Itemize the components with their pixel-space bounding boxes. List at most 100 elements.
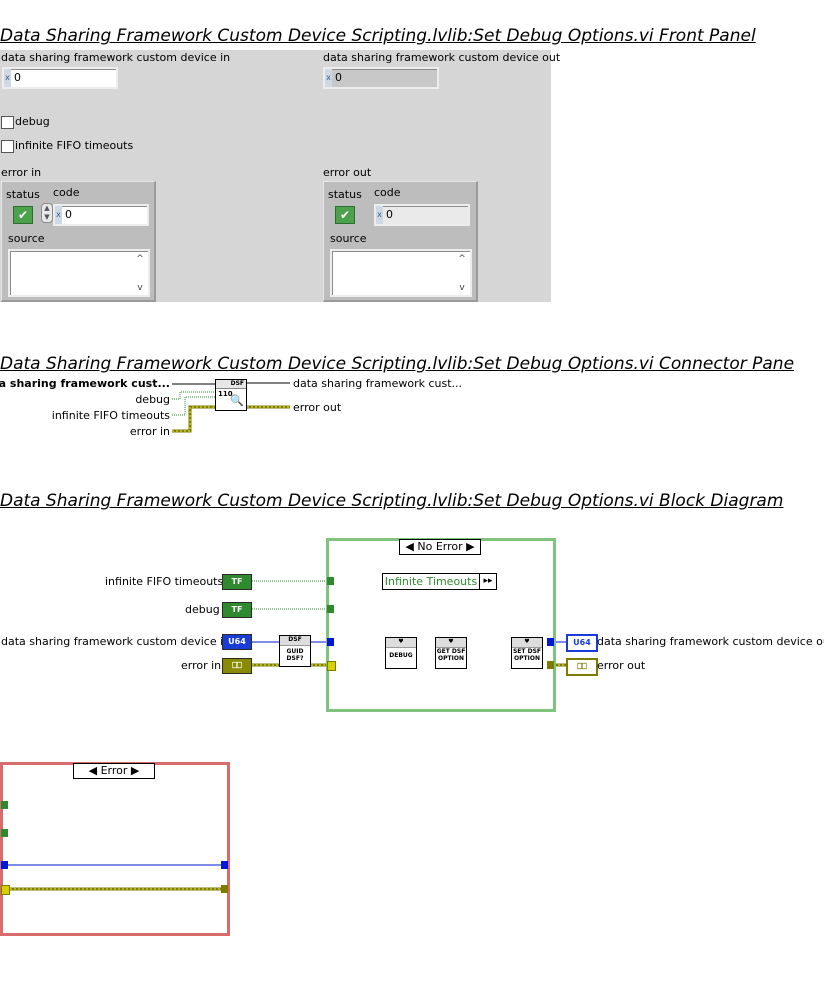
chevron-right-icon[interactable]: ▶ bbox=[130, 764, 140, 777]
code-label: code bbox=[53, 186, 80, 199]
device-out-indicator: x 0 bbox=[323, 67, 439, 89]
scroll-up-icon[interactable]: ^ bbox=[136, 254, 144, 264]
device-in-control[interactable]: x 0 bbox=[2, 67, 118, 89]
error-tunnel bbox=[221, 885, 228, 893]
cp-fifo-label: infinite FIFO timeouts bbox=[51, 409, 170, 422]
bool-tunnel bbox=[1, 801, 8, 809]
case-selector-error[interactable]: ◀ Error ▶ bbox=[73, 763, 155, 779]
bool-tunnel bbox=[327, 577, 334, 585]
bool-tunnel bbox=[327, 605, 334, 613]
u64-tunnel bbox=[1, 861, 8, 869]
error-in-cluster: status code ✔ ▲▼ x 0 source ^ v bbox=[1, 181, 156, 302]
source-label: source bbox=[8, 232, 45, 245]
debug-subvi[interactable]: ♥ DEBUG bbox=[385, 637, 417, 669]
error-out-code-value: 0 bbox=[386, 208, 393, 221]
fifo-checkbox[interactable] bbox=[1, 140, 14, 153]
device-in-label: data sharing framework custom device in bbox=[1, 51, 231, 64]
debug-label: debug bbox=[15, 115, 50, 128]
code-label: code bbox=[374, 186, 401, 199]
status-check-icon[interactable]: ✔ bbox=[13, 206, 33, 224]
error-out-label: error out bbox=[323, 166, 372, 179]
subvi-label: GET DSF OPTION bbox=[436, 648, 466, 662]
radix-icon: x bbox=[4, 69, 11, 87]
chevron-left-icon[interactable]: ◀ bbox=[88, 764, 98, 777]
cp-device-out-label: data sharing framework cust... bbox=[293, 377, 463, 390]
case-structure-error[interactable] bbox=[0, 762, 230, 936]
bd-fifo-label: infinite FIFO timeouts bbox=[105, 575, 224, 588]
u64-tunnel bbox=[327, 638, 334, 646]
error-in-code[interactable]: x 0 bbox=[53, 204, 149, 226]
bd-device-out-label: data sharing framework custom device out bbox=[597, 635, 824, 648]
case-selector-no-error[interactable]: ◀ No Error ▶ bbox=[399, 539, 481, 555]
cp-error-out-label: error out bbox=[293, 401, 342, 414]
bd-device-in-label: data sharing framework custom device in bbox=[1, 635, 231, 648]
subvi-label: GUID DSF? bbox=[286, 648, 304, 662]
front-panel-title: Data Sharing Framework Custom Device Scr… bbox=[0, 26, 756, 46]
error-tunnel bbox=[327, 661, 336, 671]
dsf-tag: DSF bbox=[216, 380, 246, 389]
connector-wires bbox=[172, 382, 290, 433]
u64-tunnel bbox=[547, 638, 554, 646]
scroll-down-icon[interactable]: v bbox=[459, 283, 465, 293]
block-diagram-title: Data Sharing Framework Custom Device Scr… bbox=[0, 491, 784, 511]
vi-icon: DSF 110 🔍 bbox=[215, 379, 247, 411]
bd-debug-label: debug bbox=[185, 603, 220, 616]
status-label: status bbox=[328, 188, 362, 201]
radix-icon: x bbox=[325, 69, 332, 87]
subvi-label: DEBUG bbox=[389, 652, 413, 659]
magnifier-icon: 🔍 bbox=[230, 394, 244, 407]
error-out-cluster: status code ✔ x 0 source ^ v bbox=[323, 181, 478, 302]
device-out-terminal[interactable]: U64 bbox=[566, 634, 598, 652]
dsf-tag: DSF bbox=[280, 636, 310, 646]
infinite-timeouts-constant[interactable]: Infinite Timeouts bbox=[382, 573, 480, 590]
heart-icon: ♥ bbox=[386, 638, 416, 648]
device-out-label: data sharing framework custom device out bbox=[323, 51, 561, 64]
radix-icon: x bbox=[376, 206, 383, 224]
source-label: source bbox=[330, 232, 367, 245]
connector-pane-title: Data Sharing Framework Custom Device Scr… bbox=[0, 354, 795, 374]
case-selector-label: Error bbox=[100, 764, 128, 777]
error-in-terminal[interactable]: ⎕⎕ bbox=[222, 658, 252, 674]
chevron-right-icon[interactable]: ▶ bbox=[466, 540, 475, 553]
bool-tunnel bbox=[1, 829, 8, 837]
radix-icon: x bbox=[55, 206, 62, 224]
u64-tunnel bbox=[221, 861, 228, 869]
status-label: status bbox=[6, 188, 40, 201]
scroll-down-icon[interactable]: v bbox=[137, 283, 143, 293]
error-in-source[interactable]: ^ v bbox=[8, 249, 150, 297]
debug-checkbox[interactable] bbox=[1, 116, 14, 129]
error-out-source: ^ v bbox=[330, 249, 472, 297]
chevron-left-icon[interactable]: ◀ bbox=[405, 540, 414, 553]
vi-icon-number: 110 bbox=[218, 390, 233, 398]
get-dsf-option-subvi[interactable]: ♥ GET DSF OPTION bbox=[435, 637, 467, 669]
heart-icon: ♥ bbox=[512, 638, 542, 648]
device-in-terminal[interactable]: U64 bbox=[222, 634, 252, 650]
error-in-label: error in bbox=[1, 166, 42, 179]
error-out-code: x 0 bbox=[374, 204, 470, 226]
debug-terminal[interactable]: TF bbox=[222, 602, 252, 618]
scroll-up-icon[interactable]: ^ bbox=[458, 254, 466, 264]
bd-error-out-label: error out bbox=[597, 659, 646, 672]
error-out-terminal[interactable]: ⎕⎕ bbox=[566, 658, 598, 676]
fifo-terminal[interactable]: TF bbox=[222, 574, 252, 590]
case-selector-label: No Error bbox=[417, 540, 463, 553]
error-tunnel bbox=[1, 885, 10, 895]
select-arrow-icon[interactable]: ▸▸ bbox=[479, 573, 497, 590]
cp-device-in-label: data sharing framework cust... bbox=[0, 377, 170, 390]
status-check-icon: ✔ bbox=[335, 206, 355, 224]
cp-debug-label: debug bbox=[135, 393, 170, 406]
device-in-value: 0 bbox=[14, 71, 21, 84]
cp-error-in-label: error in bbox=[129, 425, 170, 438]
front-panel: data sharing framework custom device in … bbox=[0, 50, 560, 302]
spin-arrows-icon[interactable]: ▲▼ bbox=[41, 203, 53, 223]
device-out-value: 0 bbox=[335, 71, 342, 84]
heart-icon: ♥ bbox=[436, 638, 466, 648]
error-case-wires bbox=[6, 864, 224, 891]
bd-error-in-label: error in bbox=[181, 659, 222, 672]
error-tunnel bbox=[547, 661, 554, 669]
guid-dsf-subvi[interactable]: DSF GUID DSF? bbox=[279, 635, 311, 667]
case-structure-no-error[interactable] bbox=[326, 538, 556, 712]
set-dsf-option-subvi[interactable]: ♥ SET DSF OPTION bbox=[511, 637, 543, 669]
error-in-code-value: 0 bbox=[65, 208, 72, 221]
fifo-label: infinite FIFO timeouts bbox=[15, 139, 134, 152]
